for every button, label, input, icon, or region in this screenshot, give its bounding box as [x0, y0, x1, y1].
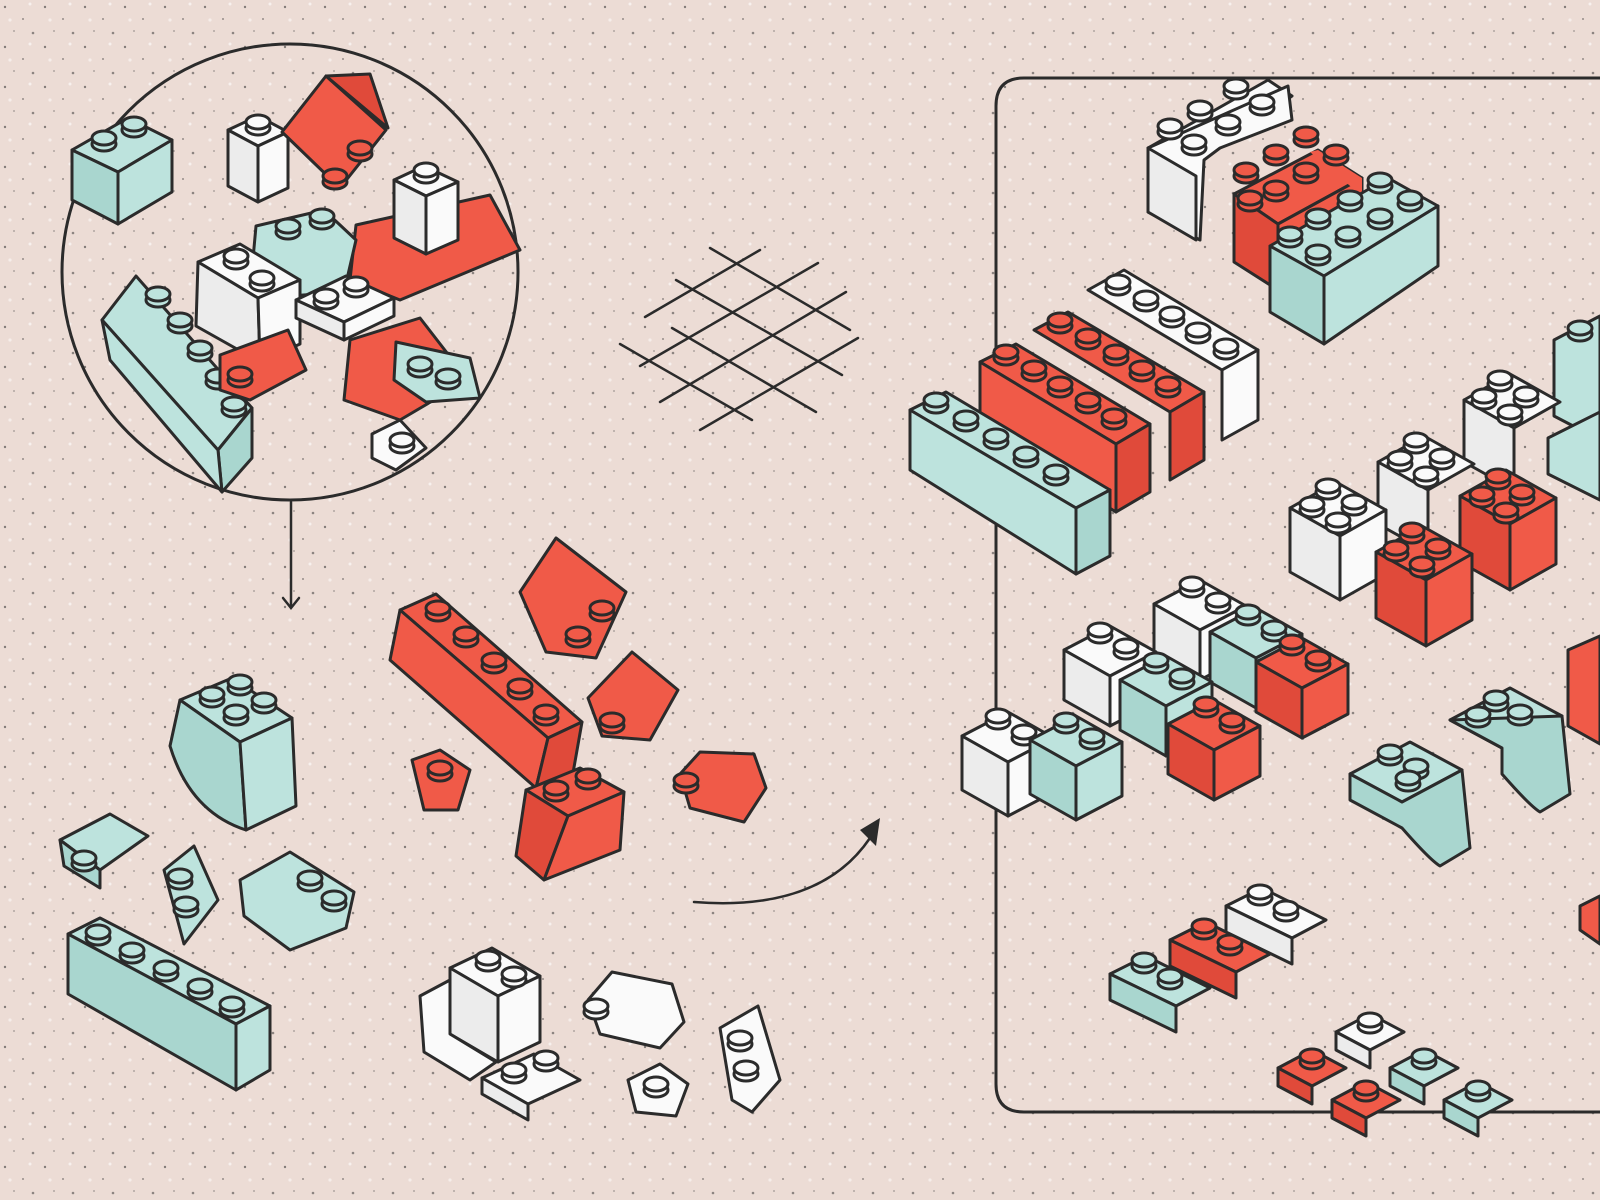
sorted-white-group [418, 946, 782, 1122]
curved-arrow-icon [692, 818, 880, 905]
brick-mint-1x5 [66, 916, 272, 1092]
plate-white-1x1 [626, 1062, 690, 1118]
pile-circle-outline [60, 42, 520, 502]
brick-mint-right [392, 340, 482, 404]
plate-white-tilted [718, 1004, 782, 1114]
plate-white-1x1-tray [1334, 1011, 1406, 1070]
brick-white-1x1-right [392, 161, 460, 256]
brick-white-1x1 [226, 113, 290, 204]
brick-mint-1x5-tray [908, 390, 1112, 576]
brick-mint-2x1-c [1028, 711, 1124, 822]
brick-mint-curved [168, 673, 298, 832]
organized-tray [908, 76, 1600, 1138]
tray-outline [994, 76, 1600, 1114]
plate-red-1x1-b [1330, 1079, 1402, 1138]
brick-mint-long [100, 274, 254, 494]
brick-white-2x4 [1146, 77, 1294, 242]
brick-mint-1x1-a [58, 812, 150, 890]
brick-mint-partial-right [1552, 314, 1600, 442]
plate-mint-1x1-b [1442, 1079, 1514, 1138]
brick-mint-small [70, 115, 174, 226]
brick-white-2x1 [448, 946, 542, 1064]
brick-red-tilted [280, 72, 390, 191]
plate-white-2x1 [480, 1049, 582, 1122]
brick-mint-2x4 [1268, 171, 1440, 346]
brick-red-2x2-a [1458, 467, 1558, 592]
plate-red-1x1-a [1276, 1047, 1348, 1106]
isometric-grid-icon [618, 246, 860, 432]
brick-mint-partial-right-2 [1546, 410, 1600, 502]
brick-mint-tilted [162, 844, 220, 946]
plate-white [294, 274, 396, 342]
brick-red-1x6-a [1032, 310, 1206, 482]
brick-white-back [418, 978, 498, 1082]
brick-red-2x1-a [1254, 633, 1350, 740]
brick-red-2x1-b [1166, 695, 1262, 802]
brick-mint-hex [238, 850, 356, 952]
brick-red-1x1-b [410, 748, 472, 812]
brick-red-partial-right [1566, 634, 1600, 946]
sorted-mint-group [58, 673, 356, 1092]
brick-mint-curved-b [1448, 686, 1572, 814]
brick-red-2x2-b [1374, 521, 1474, 648]
plate-mint-2x1 [1108, 951, 1212, 1034]
brick-red-2x1 [514, 766, 626, 882]
plate-white-2x1-tray [1224, 883, 1328, 966]
brick-red-1x1-a [586, 650, 680, 742]
brick-red-top [518, 536, 628, 660]
brick-mint-curved-a [1348, 740, 1472, 868]
brick-red-small [218, 328, 308, 402]
plate-white-tiny [370, 418, 428, 472]
mixed-pile [60, 42, 522, 502]
brick-red-1x1-c [672, 750, 768, 824]
brick-white-1x1-side [582, 970, 686, 1050]
down-arrow-icon [281, 500, 301, 611]
brick-white-1x6 [1086, 268, 1260, 442]
sorted-red-group [388, 536, 768, 882]
plate-mint-1x1-a [1388, 1047, 1460, 1106]
